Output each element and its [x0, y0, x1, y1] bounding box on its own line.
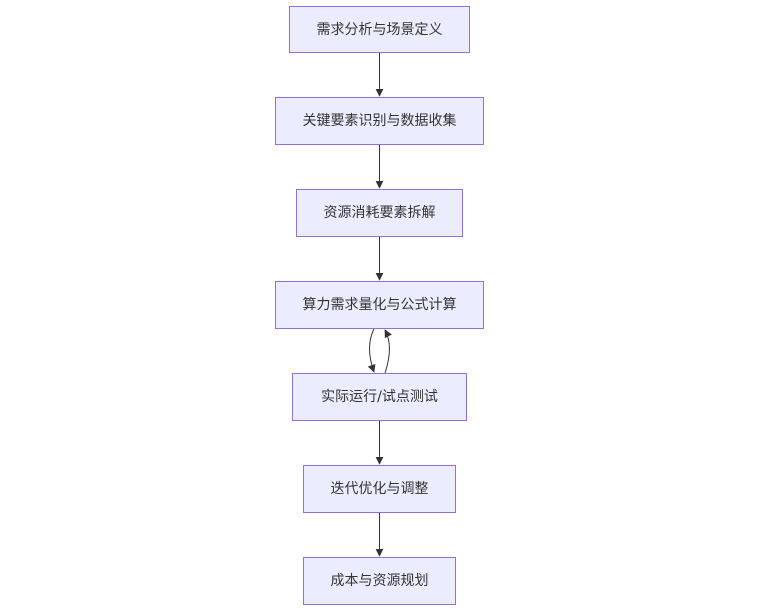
node-label: 资源消耗要素拆解 [323, 205, 436, 221]
node-label: 成本与资源规划 [330, 573, 429, 589]
node-pilot-testing: 实际运行/试点测试 [292, 373, 467, 421]
node-label: 实际运行/试点测试 [321, 389, 438, 405]
node-label: 算力需求量化与公式计算 [302, 297, 457, 313]
node-requirement-analysis: 需求分析与场景定义 [289, 6, 470, 53]
node-label: 关键要素识别与数据收集 [302, 113, 457, 129]
node-cost-resource-planning: 成本与资源规划 [303, 557, 456, 605]
edge-n4-n5 [367, 328, 376, 373]
node-iterative-optimization: 迭代优化与调整 [303, 465, 456, 513]
edge-n5-n4 [384, 329, 392, 374]
node-label: 迭代优化与调整 [330, 481, 429, 497]
node-key-element-identification: 关键要素识别与数据收集 [275, 97, 484, 145]
node-label: 需求分析与场景定义 [316, 21, 443, 38]
node-resource-consumption-breakdown: 资源消耗要素拆解 [296, 189, 463, 237]
node-compute-quantification: 算力需求量化与公式计算 [275, 281, 484, 329]
